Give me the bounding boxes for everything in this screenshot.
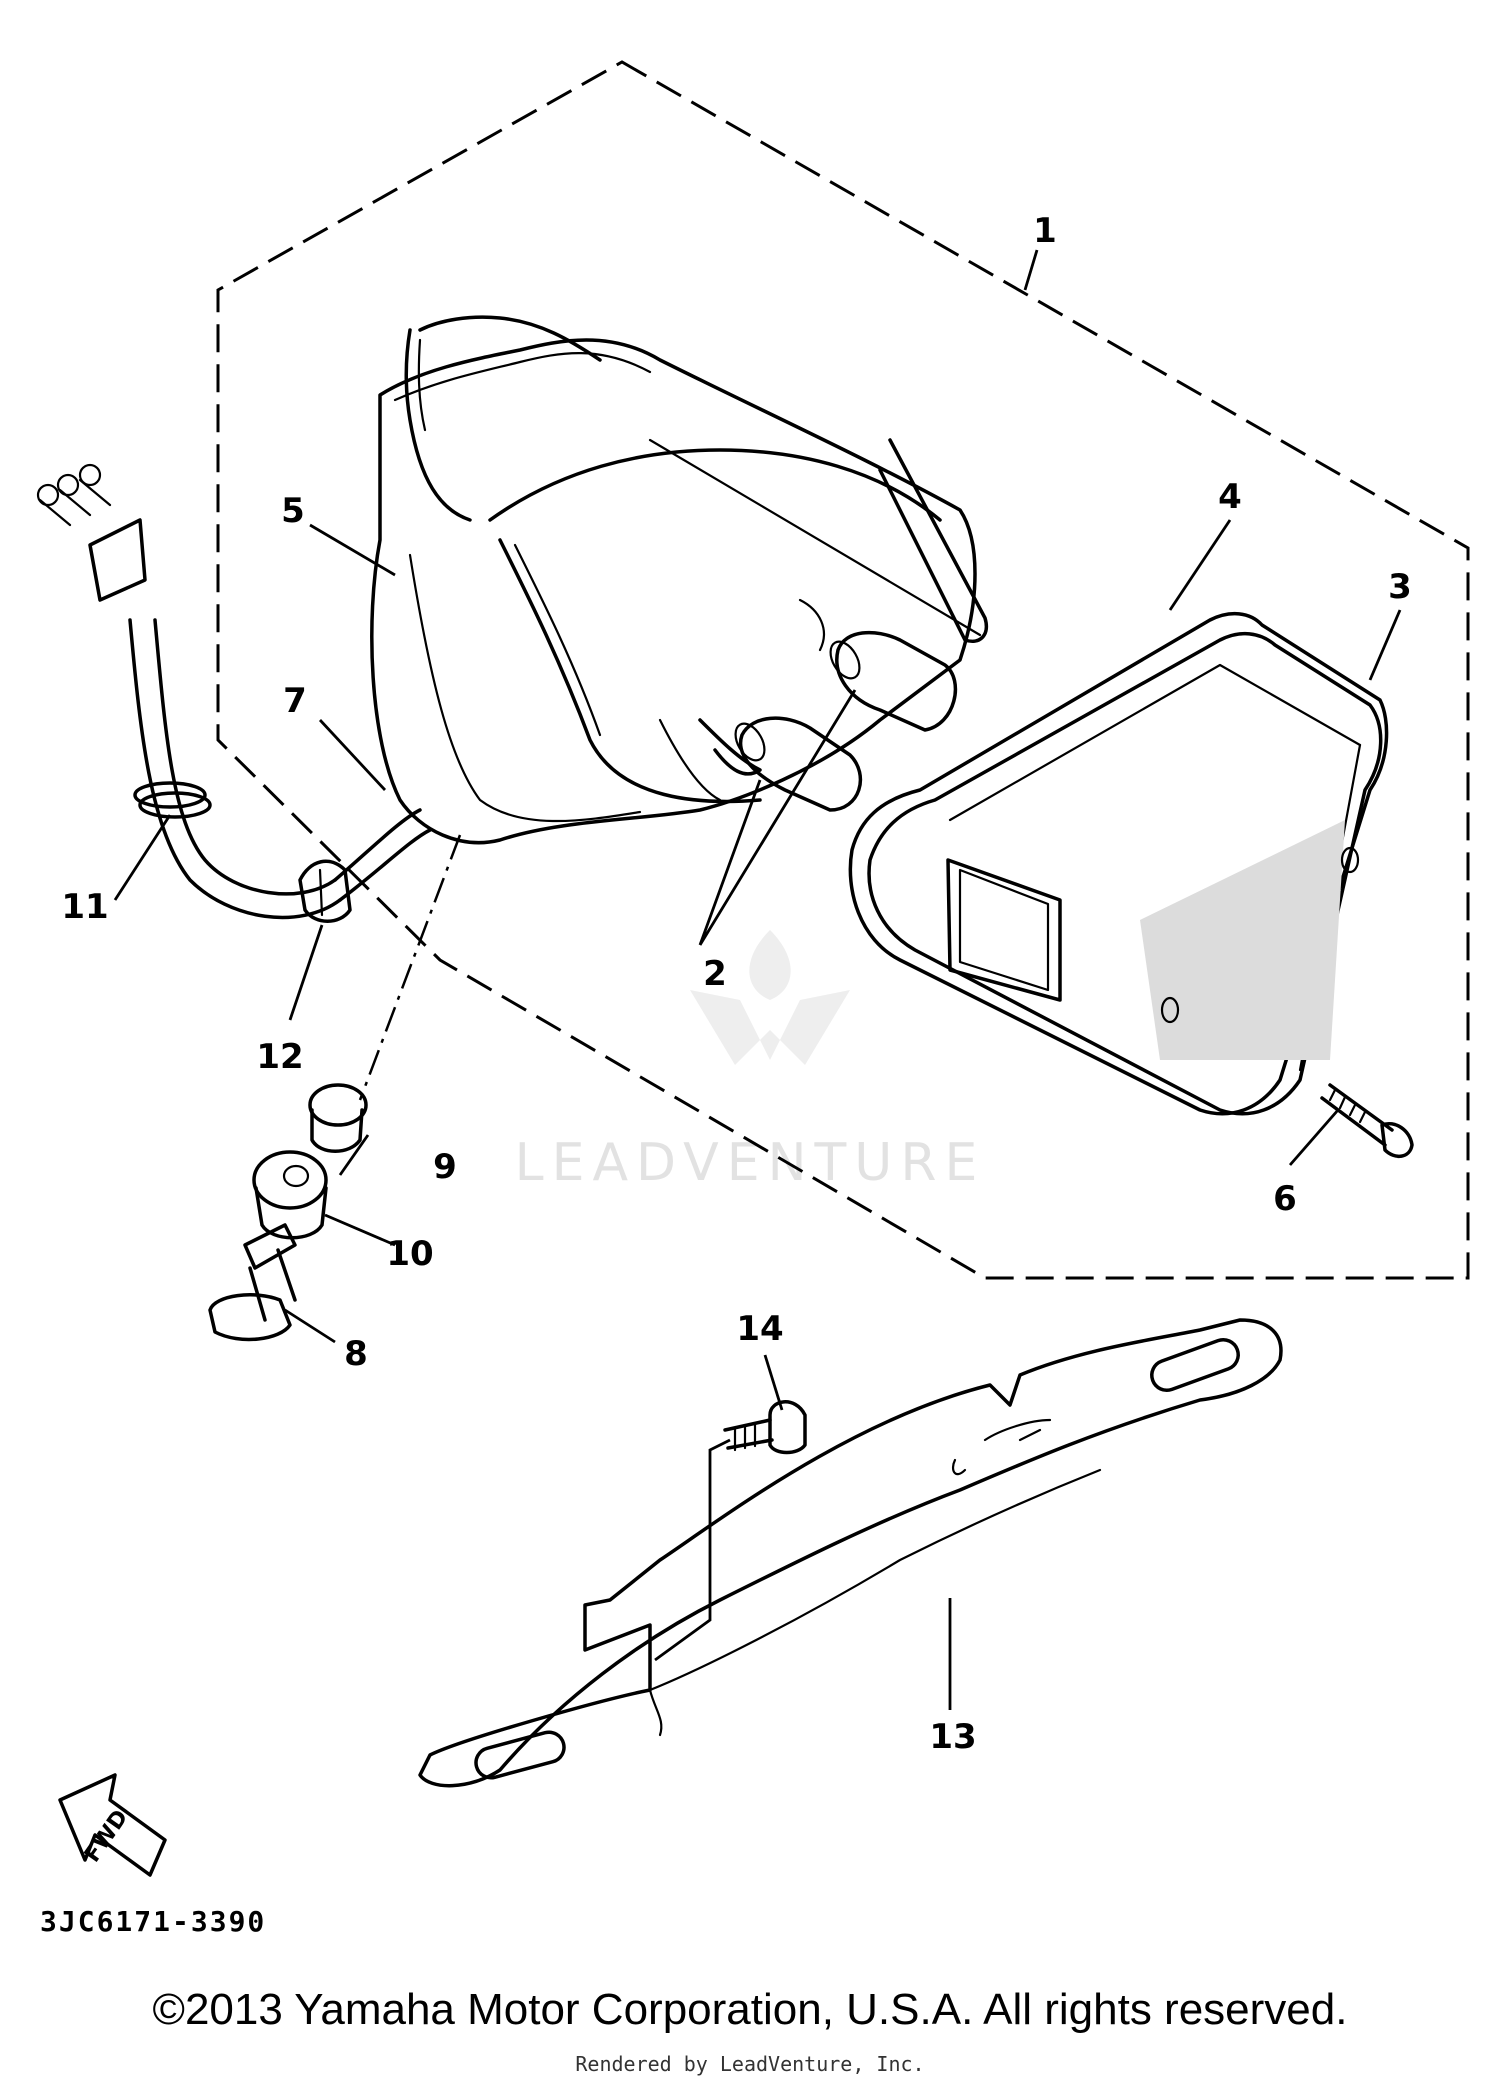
assembly-boundary	[216, 60, 1470, 1280]
callout-3: 3	[1388, 567, 1412, 607]
watermark: LEADVENTURE	[515, 930, 986, 1193]
watermark-flame-icon	[749, 930, 791, 1000]
callout-9: 9	[433, 1147, 457, 1187]
wire-harness	[36, 463, 432, 920]
callout-4: 4	[1218, 477, 1242, 517]
lens-gasket	[848, 612, 1389, 1116]
callout-8: 8	[344, 1334, 368, 1374]
callout-6: 6	[1273, 1179, 1297, 1219]
diagram-code: 3JC6171-3390	[40, 1905, 267, 1938]
bolt-8	[208, 1223, 297, 1342]
callout-2: 2	[703, 954, 727, 994]
collar	[308, 1083, 368, 1153]
bulb-upper	[829, 630, 958, 732]
watermark-logo-icon	[690, 990, 850, 1065]
callout-labels: 1 2 3 4 5 6 7 8 9 10 11 12 13 14	[61, 211, 1412, 1757]
bulb-lower	[734, 716, 862, 812]
rendered-by-notice: Rendered by LeadVenture, Inc.	[575, 2052, 925, 2076]
taillight-lens	[867, 632, 1383, 1116]
callout-10: 10	[386, 1234, 433, 1274]
copyright-notice: ©2013 Yamaha Motor Corporation, U.S.A. A…	[152, 1985, 1348, 2034]
callout-12: 12	[256, 1037, 303, 1077]
callout-5: 5	[281, 491, 305, 531]
callout-13: 13	[929, 1717, 976, 1757]
damper	[252, 1150, 328, 1240]
wire-grommet	[298, 859, 352, 923]
leader-lines	[113, 249, 1402, 1710]
callout-7: 7	[283, 681, 307, 721]
watermark-text: LEADVENTURE	[515, 1133, 986, 1193]
license-bracket	[418, 1318, 1283, 1788]
bolt-axis-line	[358, 834, 462, 1101]
taillight-housing	[370, 315, 988, 845]
screw-6	[1320, 1083, 1414, 1158]
screw-14	[723, 1400, 807, 1455]
callout-1: 1	[1033, 211, 1057, 251]
callout-11: 11	[61, 887, 108, 927]
callout-14: 14	[736, 1309, 783, 1349]
fwd-arrow-icon: FWD	[58, 1773, 167, 1877]
